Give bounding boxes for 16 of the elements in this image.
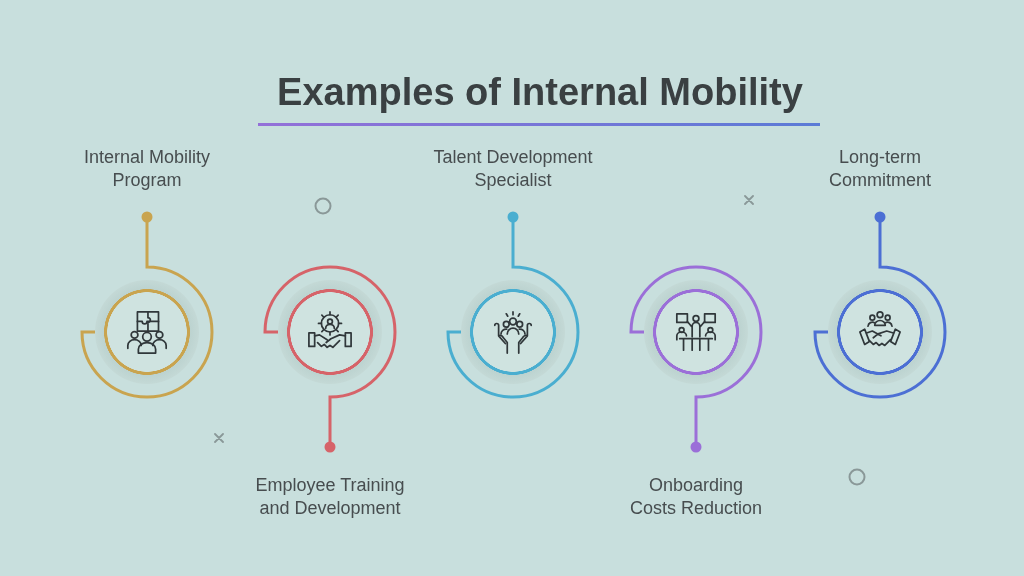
item-label: Internal Mobility Program	[82, 146, 212, 192]
icon-circle	[95, 280, 199, 384]
spiral-connector	[629, 265, 763, 453]
icon-circle	[278, 280, 382, 384]
item-label: Onboarding Costs Reduction	[628, 474, 764, 520]
item-label: Talent Development Specialist	[432, 146, 594, 192]
spiral-connector	[446, 211, 580, 399]
spiral-connector	[80, 211, 214, 399]
icon-circle	[461, 280, 565, 384]
title: Examples of Internal Mobility	[277, 71, 803, 113]
spiral-connector	[813, 211, 947, 399]
item-label: Long-term Commitment	[828, 146, 932, 192]
icon-circle	[644, 280, 748, 384]
icon-circle	[828, 280, 932, 384]
item-label: Employee Training and Development	[254, 474, 406, 520]
spiral-connector	[263, 265, 397, 453]
